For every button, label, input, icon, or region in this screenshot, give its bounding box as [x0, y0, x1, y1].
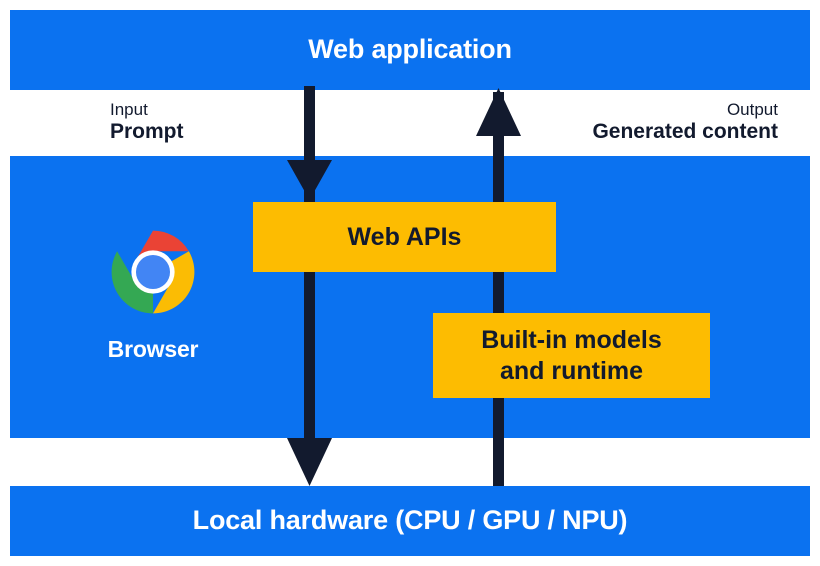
box-builtin-models-line1: Built-in models	[481, 326, 662, 354]
band-local-hardware: Local hardware (CPU / GPU / NPU)	[10, 486, 810, 556]
flow-input-kind: Input	[110, 100, 148, 119]
chrome-logo-icon	[111, 230, 195, 314]
band-web-application: Web application	[10, 10, 810, 90]
flow-input-value: Prompt	[110, 120, 184, 144]
box-builtin-models[interactable]: Built-in models and runtime	[433, 313, 710, 398]
flow-label-input: Input Prompt	[110, 100, 184, 145]
browser-identity: Browser	[78, 226, 228, 363]
box-web-apis[interactable]: Web APIs	[253, 202, 556, 272]
band-local-hardware-label: Local hardware (CPU / GPU / NPU)	[192, 505, 628, 536]
box-web-apis-label: Web APIs	[347, 222, 462, 251]
box-builtin-models-line2: and runtime	[499, 356, 644, 385]
box-builtin-models-label: Built-in models and runtime	[481, 325, 662, 386]
flow-output-value: Generated content	[592, 120, 778, 144]
band-browser-label: Browser	[107, 336, 199, 362]
band-web-application-label: Web application	[308, 34, 512, 65]
flow-label-output: Output Generated content	[592, 100, 778, 145]
flow-output-kind: Output	[726, 100, 778, 119]
